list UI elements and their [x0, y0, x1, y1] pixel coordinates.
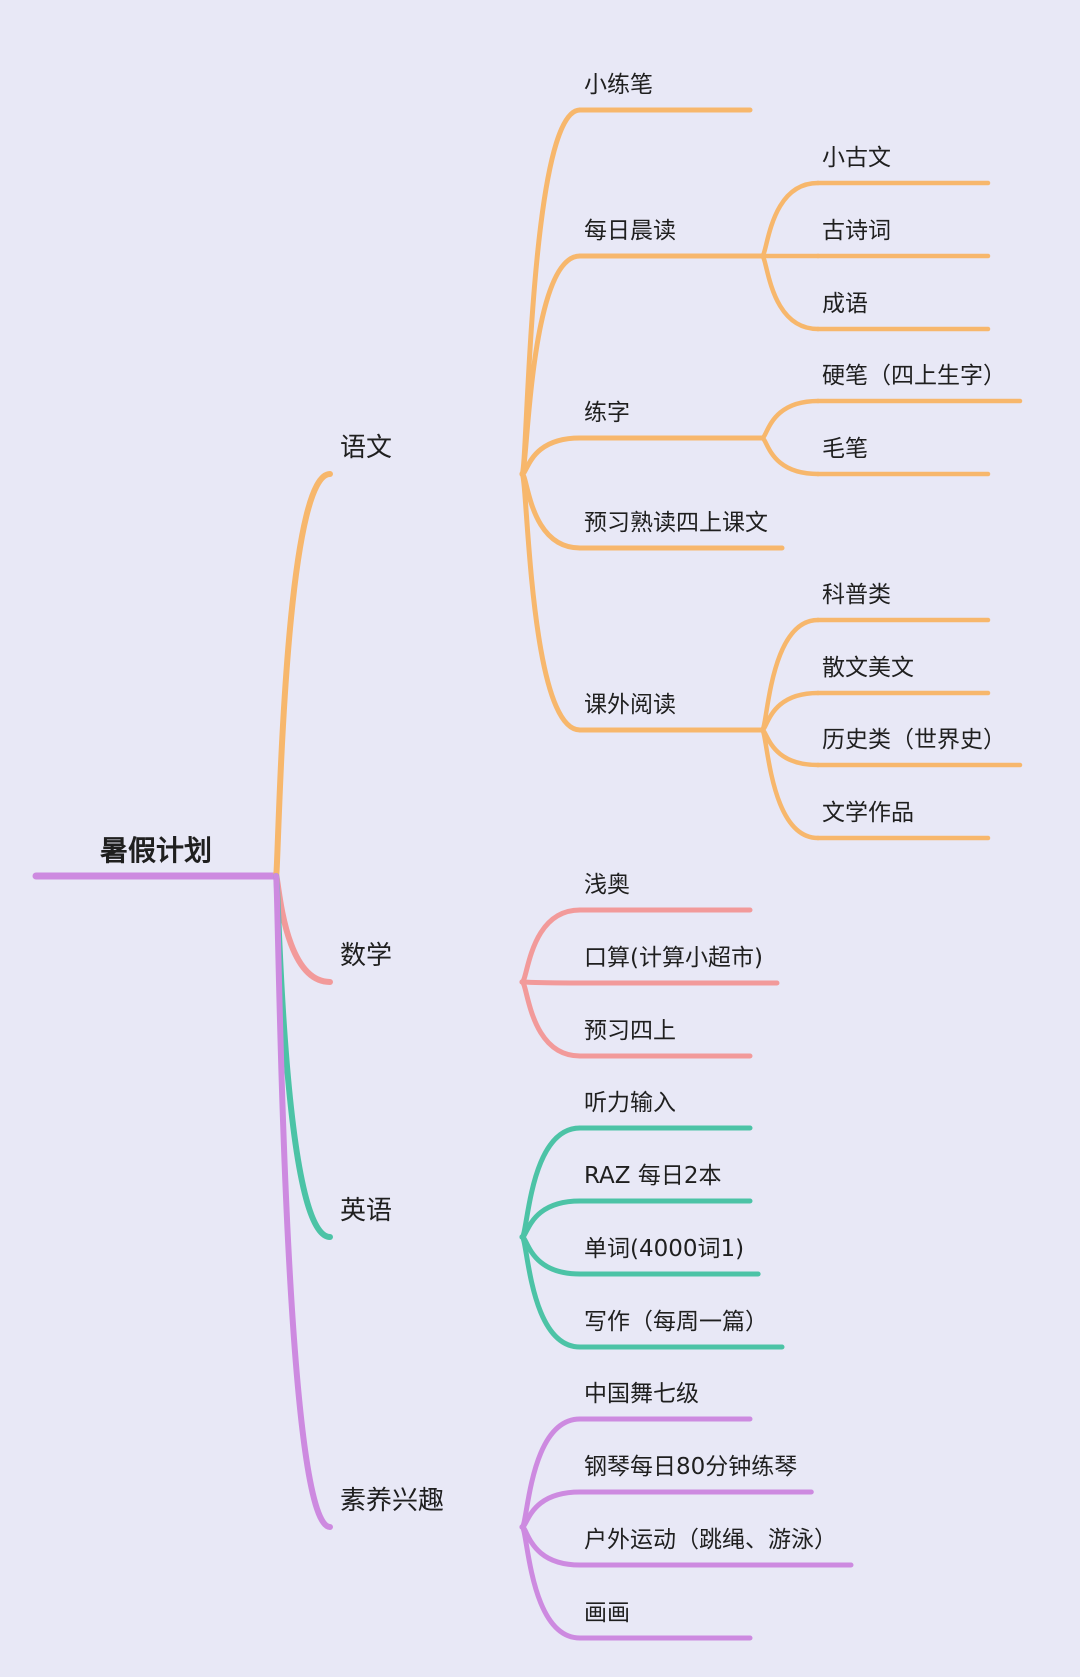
- topic-label: 钢琴每日80分钟练琴: [584, 1454, 797, 1480]
- subtopic-label: 文学作品: [822, 800, 914, 826]
- connector-branch-topic: [519, 979, 583, 986]
- topic-label: 课外阅读: [584, 692, 676, 718]
- connector-topic-subtopic: [759, 727, 821, 841]
- topic-label: 口算(计算小超市): [584, 945, 763, 971]
- root-node-label: 暑假计划: [100, 834, 212, 867]
- topic-label: 中国舞七级: [584, 1381, 699, 1407]
- subtopic-label: 毛笔: [822, 436, 868, 462]
- topic-label: 画画: [584, 1600, 630, 1626]
- topic-label: 预习熟读四上课文: [584, 510, 768, 536]
- topic-label: RAZ 每日2本: [584, 1163, 721, 1189]
- branch-label: 数学: [340, 941, 392, 971]
- connector-branch-topic: [519, 979, 583, 1059]
- topic-label: 听力输入: [584, 1090, 676, 1116]
- topic-label: 户外运动（跳绳、游泳）: [584, 1527, 837, 1553]
- connector-topic-subtopic: [759, 398, 821, 441]
- topic-label: 浅奥: [584, 872, 630, 898]
- branch-label: 素养兴趣: [340, 1486, 444, 1516]
- connector-root-branch: [273, 873, 333, 985]
- connector-branch-topic: [519, 435, 583, 477]
- topic-label: 写作（每周一篇）: [584, 1309, 768, 1335]
- subtopic-label: 小古文: [822, 145, 891, 171]
- subtopic-label: 历史类（世界史）: [822, 727, 1006, 753]
- connector-root-branch: [273, 471, 333, 879]
- connector-topic-subtopic: [759, 253, 821, 332]
- topic-label: 单词(4000词1): [584, 1236, 744, 1262]
- topic-label: 每日晨读: [584, 218, 676, 244]
- topic-label: 小练笔: [584, 72, 653, 98]
- subtopic-label: 散文美文: [822, 655, 914, 681]
- branch-label: 语文: [340, 433, 392, 463]
- topic-label: 预习四上: [584, 1018, 676, 1044]
- connector-root-branch: [273, 873, 333, 1530]
- connector-topic-subtopic: [759, 435, 821, 477]
- connector-branch-topic: [519, 1234, 583, 1350]
- connector-branch-topic: [519, 1524, 583, 1641]
- connector-branch-topic: [519, 471, 583, 551]
- connector-lines: [36, 110, 1023, 1641]
- branch-label: 英语: [340, 1196, 392, 1226]
- subtopic-label: 硬笔（四上生字）: [822, 363, 1006, 389]
- connector-branch-topic: [519, 471, 583, 733]
- subtopic-label: 科普类: [822, 582, 891, 608]
- connector-branch-topic: [519, 253, 583, 477]
- connector-branch-topic: [519, 907, 583, 985]
- subtopic-label: 成语: [822, 291, 868, 317]
- subtopic-label: 古诗词: [822, 218, 891, 244]
- connector-topic-subtopic: [759, 180, 821, 259]
- topic-label: 练字: [584, 400, 630, 426]
